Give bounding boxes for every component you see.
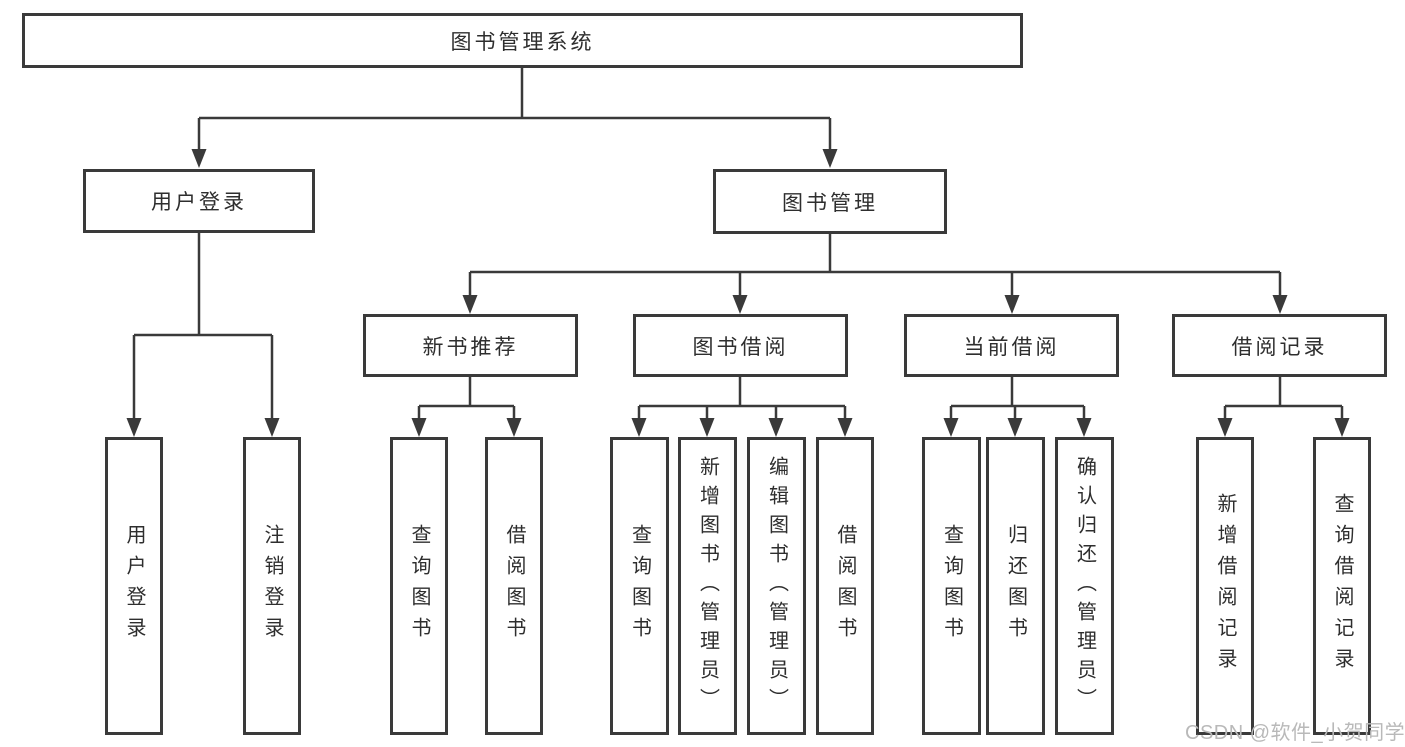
arrow-down-icon bbox=[1272, 295, 1288, 314]
node-label: 借阅图书 bbox=[834, 524, 856, 648]
node-label: 确认归还（管理员） bbox=[1073, 455, 1096, 717]
leaf-edit-books-admin: 编辑图书（管理员） bbox=[747, 437, 806, 735]
leaf-confirm-return-admin: 确认归还（管理员） bbox=[1055, 437, 1114, 735]
node-new-book-recommendation: 新书推荐 bbox=[363, 314, 578, 377]
csdn-watermark: CSDN @软件_小贺同学 bbox=[1185, 722, 1405, 744]
leaf-add-books-admin: 新增图书（管理员） bbox=[678, 437, 737, 735]
node-label: 查询借阅记录 bbox=[1331, 493, 1353, 679]
node-label: 借阅记录 bbox=[1231, 335, 1328, 359]
leaf-borrow-books: 借阅图书 bbox=[816, 437, 874, 735]
node-label: 图书管理 bbox=[782, 191, 878, 215]
arrow-down-icon bbox=[943, 418, 959, 437]
arrowheads bbox=[126, 149, 1350, 437]
arrow-down-icon bbox=[822, 149, 838, 168]
node-label: 新书推荐 bbox=[422, 335, 519, 359]
node-label: 图书借阅 bbox=[692, 335, 789, 359]
node-book-borrowing: 图书借阅 bbox=[633, 314, 848, 377]
node-book-management: 图书管理 bbox=[713, 169, 947, 234]
node-label: 查询图书 bbox=[628, 524, 651, 648]
node-label: 用户登录 bbox=[123, 524, 145, 648]
node-label: 查询图书 bbox=[940, 524, 963, 648]
node-user-login: 用户登录 bbox=[83, 169, 315, 233]
arrow-down-icon bbox=[126, 418, 142, 437]
node-label: 新增图书（管理员） bbox=[696, 455, 719, 717]
node-library-system: 图书管理系统 bbox=[22, 13, 1023, 68]
arrow-down-icon bbox=[191, 149, 207, 168]
node-current-borrowing: 当前借阅 bbox=[904, 314, 1119, 377]
node-label: 新增借阅记录 bbox=[1214, 493, 1236, 679]
leaf-logout: 注销登录 bbox=[243, 437, 301, 735]
connector-segments bbox=[132, 68, 1344, 419]
leaf-user-login: 用户登录 bbox=[105, 437, 163, 735]
leaf-borrow-books: 借阅图书 bbox=[485, 437, 543, 735]
leaf-return-books: 归还图书 bbox=[986, 437, 1045, 735]
node-borrowing-records: 借阅记录 bbox=[1172, 314, 1387, 377]
arrow-down-icon bbox=[631, 418, 647, 437]
node-label: 当前借阅 bbox=[963, 335, 1060, 359]
node-label: 图书管理系统 bbox=[450, 30, 595, 54]
node-label: 用户登录 bbox=[151, 191, 247, 214]
arrow-down-icon bbox=[768, 418, 784, 437]
arrow-down-icon bbox=[506, 418, 522, 437]
arrow-down-icon bbox=[411, 418, 427, 437]
arrow-down-icon bbox=[462, 295, 478, 314]
arrow-down-icon bbox=[699, 418, 715, 437]
node-label: 注销登录 bbox=[261, 524, 283, 648]
arrow-down-icon bbox=[1007, 418, 1023, 437]
node-label: 借阅图书 bbox=[503, 524, 525, 648]
node-label: 编辑图书（管理员） bbox=[765, 455, 788, 717]
arrow-down-icon bbox=[1217, 418, 1233, 437]
node-label: 归还图书 bbox=[1004, 524, 1027, 648]
leaf-add-borrow-record: 新增借阅记录 bbox=[1196, 437, 1254, 735]
leaf-query-borrow-record: 查询借阅记录 bbox=[1313, 437, 1371, 735]
arrow-down-icon bbox=[264, 418, 280, 437]
arrow-down-icon bbox=[732, 295, 748, 314]
arrow-down-icon bbox=[1334, 418, 1350, 437]
arrow-down-icon bbox=[1076, 418, 1092, 437]
arrow-down-icon bbox=[837, 418, 853, 437]
node-label: 查询图书 bbox=[408, 524, 430, 648]
leaf-query-books: 查询图书 bbox=[610, 437, 669, 735]
leaf-query-books: 查询图书 bbox=[390, 437, 448, 735]
arrow-down-icon bbox=[1004, 295, 1020, 314]
leaf-query-books: 查询图书 bbox=[922, 437, 981, 735]
